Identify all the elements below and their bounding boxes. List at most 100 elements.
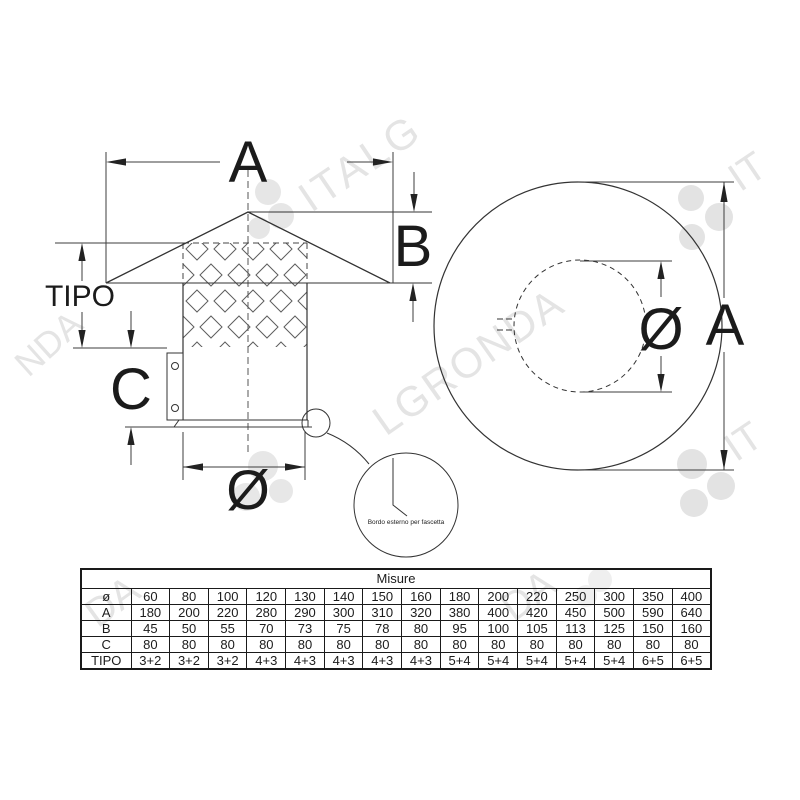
bracket-hole	[171, 404, 179, 412]
table-cell: 80	[439, 636, 480, 653]
table-cell: 3+2	[207, 652, 248, 670]
table-cell: 80	[169, 588, 209, 605]
table-cell: 220	[517, 588, 557, 605]
arrow-up-icon	[78, 243, 86, 261]
row-label: ø	[80, 588, 132, 605]
table-cell: 50	[169, 620, 209, 637]
row-label: B	[80, 620, 132, 637]
top-view	[433, 181, 734, 471]
table-cell: 380	[439, 604, 480, 621]
table-cell: 80	[671, 636, 712, 653]
dim-label-diameter-side: Ø	[226, 458, 270, 521]
table-cell: 220	[207, 604, 248, 621]
dim-diameter-top	[580, 260, 672, 393]
table-cell: 80	[517, 636, 557, 653]
dim-label-b: B	[394, 214, 433, 279]
table-cell: 78	[362, 620, 403, 637]
table-cell: 80	[323, 636, 364, 653]
table-cell: 160	[401, 588, 441, 605]
table-cell: 6+5	[671, 652, 712, 670]
table-cell: 73	[285, 620, 325, 637]
table-cell: 300	[323, 604, 364, 621]
detail-leader-line	[326, 432, 370, 465]
dim-label-a-side: A	[229, 130, 268, 195]
table-cell: 250	[555, 588, 596, 605]
table-cell: 180	[130, 604, 171, 621]
mesh-band	[183, 243, 307, 347]
table-cell: 113	[555, 620, 596, 637]
dim-b	[409, 172, 418, 322]
table-cell: 290	[285, 604, 325, 621]
arrow-right-icon	[285, 463, 305, 471]
table-cell: 100	[478, 620, 519, 637]
table-cell: 80	[207, 636, 248, 653]
table-cell: 4+3	[285, 652, 325, 670]
arrow-up-icon	[720, 182, 728, 202]
table-title: Misure	[80, 568, 712, 589]
mesh-hidden-edges	[182, 242, 308, 283]
arrow-right-icon	[373, 158, 393, 166]
table-cell: 80	[633, 636, 673, 653]
arrow-left-icon	[106, 158, 126, 166]
table-cell: 80	[169, 636, 209, 653]
row-label: TIPO	[80, 652, 132, 670]
table-cell: 80	[130, 636, 171, 653]
table-cell: 400	[478, 604, 519, 621]
table-cell: 5+4	[517, 652, 557, 670]
table-cell: 5+4	[594, 652, 635, 670]
table-cell: 125	[594, 620, 635, 637]
dim-label-diameter-top: Ø	[638, 297, 683, 362]
table-cell: 200	[169, 604, 209, 621]
table-cell: 5+4	[478, 652, 519, 670]
seam-notch	[497, 318, 514, 331]
table-cell: 590	[633, 604, 673, 621]
flange	[173, 419, 309, 428]
table-cell: 150	[633, 620, 673, 637]
arrow-left-icon	[183, 463, 203, 471]
arrow-down-icon	[720, 450, 728, 470]
watermark-text: NDA	[6, 303, 90, 384]
dim-a-top	[578, 181, 734, 471]
detail-callout	[301, 408, 459, 558]
table-cell: 70	[246, 620, 287, 637]
row-label: C	[80, 636, 132, 653]
table-cell: 95	[439, 620, 480, 637]
dim-diameter-side	[182, 432, 306, 480]
detail-source-circle	[301, 408, 331, 438]
table-cell: 75	[323, 620, 364, 637]
table-cell: 80	[478, 636, 519, 653]
table-cell: 450	[555, 604, 596, 621]
table-cell: 150	[362, 588, 403, 605]
table-cell: 60	[130, 588, 171, 605]
table-cell: 4+3	[401, 652, 441, 670]
table-cell: 80	[401, 620, 441, 637]
table-cell: 160	[671, 620, 712, 637]
dim-c	[125, 311, 312, 465]
table-cell: 4+3	[246, 652, 287, 670]
table-cell: 80	[246, 636, 287, 653]
table-cell: 200	[478, 588, 519, 605]
dim-label-tipo: TIPO	[45, 280, 115, 313]
table-cell: 80	[285, 636, 325, 653]
detail-edge-profile	[392, 458, 408, 517]
dim-tipo	[55, 242, 183, 349]
watermark-logo-apex	[248, 179, 294, 239]
arrow-up-icon	[409, 283, 417, 301]
table-cell: 55	[207, 620, 248, 637]
row-label: A	[80, 604, 132, 621]
table-cell: 4+3	[323, 652, 364, 670]
table-cell: 320	[401, 604, 441, 621]
table-cell: 4+3	[362, 652, 403, 670]
table-cell: 640	[671, 604, 712, 621]
watermark-text: IT	[721, 144, 775, 200]
table-cell: 3+2	[169, 652, 209, 670]
table-cell: 310	[362, 604, 403, 621]
dim-a-side	[105, 152, 394, 283]
table-cell: 300	[594, 588, 635, 605]
dim-label-c: C	[110, 357, 152, 422]
